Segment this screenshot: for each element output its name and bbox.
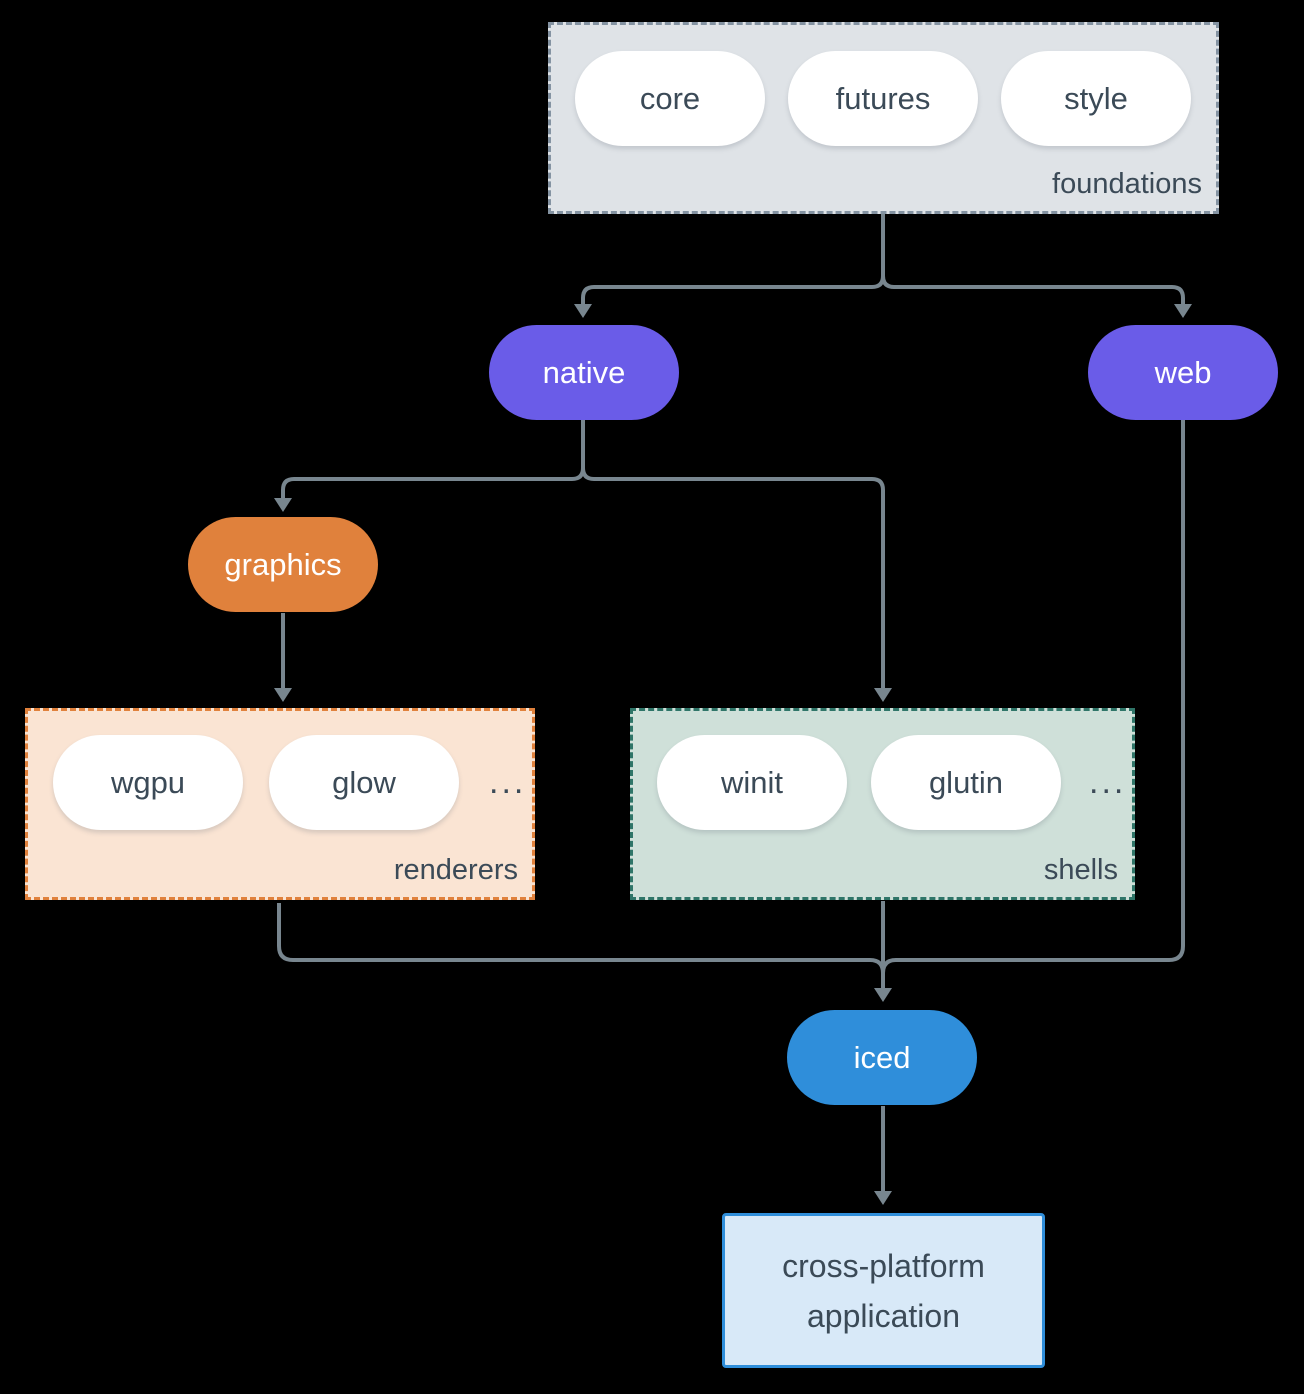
- crate-glow: glow: [269, 735, 459, 830]
- node-web: web: [1088, 325, 1278, 420]
- node-iced: iced: [787, 1010, 977, 1105]
- shells-ellipsis: ...: [1089, 763, 1127, 801]
- renderers-group: wgpu glow ... renderers: [25, 708, 535, 900]
- node-native: native: [489, 325, 679, 420]
- foundations-group: core futures style foundations: [548, 22, 1219, 214]
- crate-core: core: [575, 51, 765, 146]
- crate-style: style: [1001, 51, 1191, 146]
- shells-group: winit glutin ... shells: [630, 708, 1135, 900]
- shells-group-label: shells: [1043, 854, 1118, 886]
- renderers-group-label: renderers: [393, 854, 518, 886]
- crate-wgpu: wgpu: [53, 735, 243, 830]
- crate-glutin: glutin: [871, 735, 1061, 830]
- crate-winit: winit: [657, 735, 847, 830]
- node-graphics: graphics: [188, 517, 378, 612]
- cross-platform-application-box: cross-platform application: [722, 1213, 1045, 1368]
- renderers-ellipsis: ...: [489, 763, 527, 801]
- foundations-group-label: foundations: [1052, 168, 1202, 200]
- cross-platform-application-label: cross-platform application: [782, 1247, 985, 1334]
- crate-futures: futures: [788, 51, 978, 146]
